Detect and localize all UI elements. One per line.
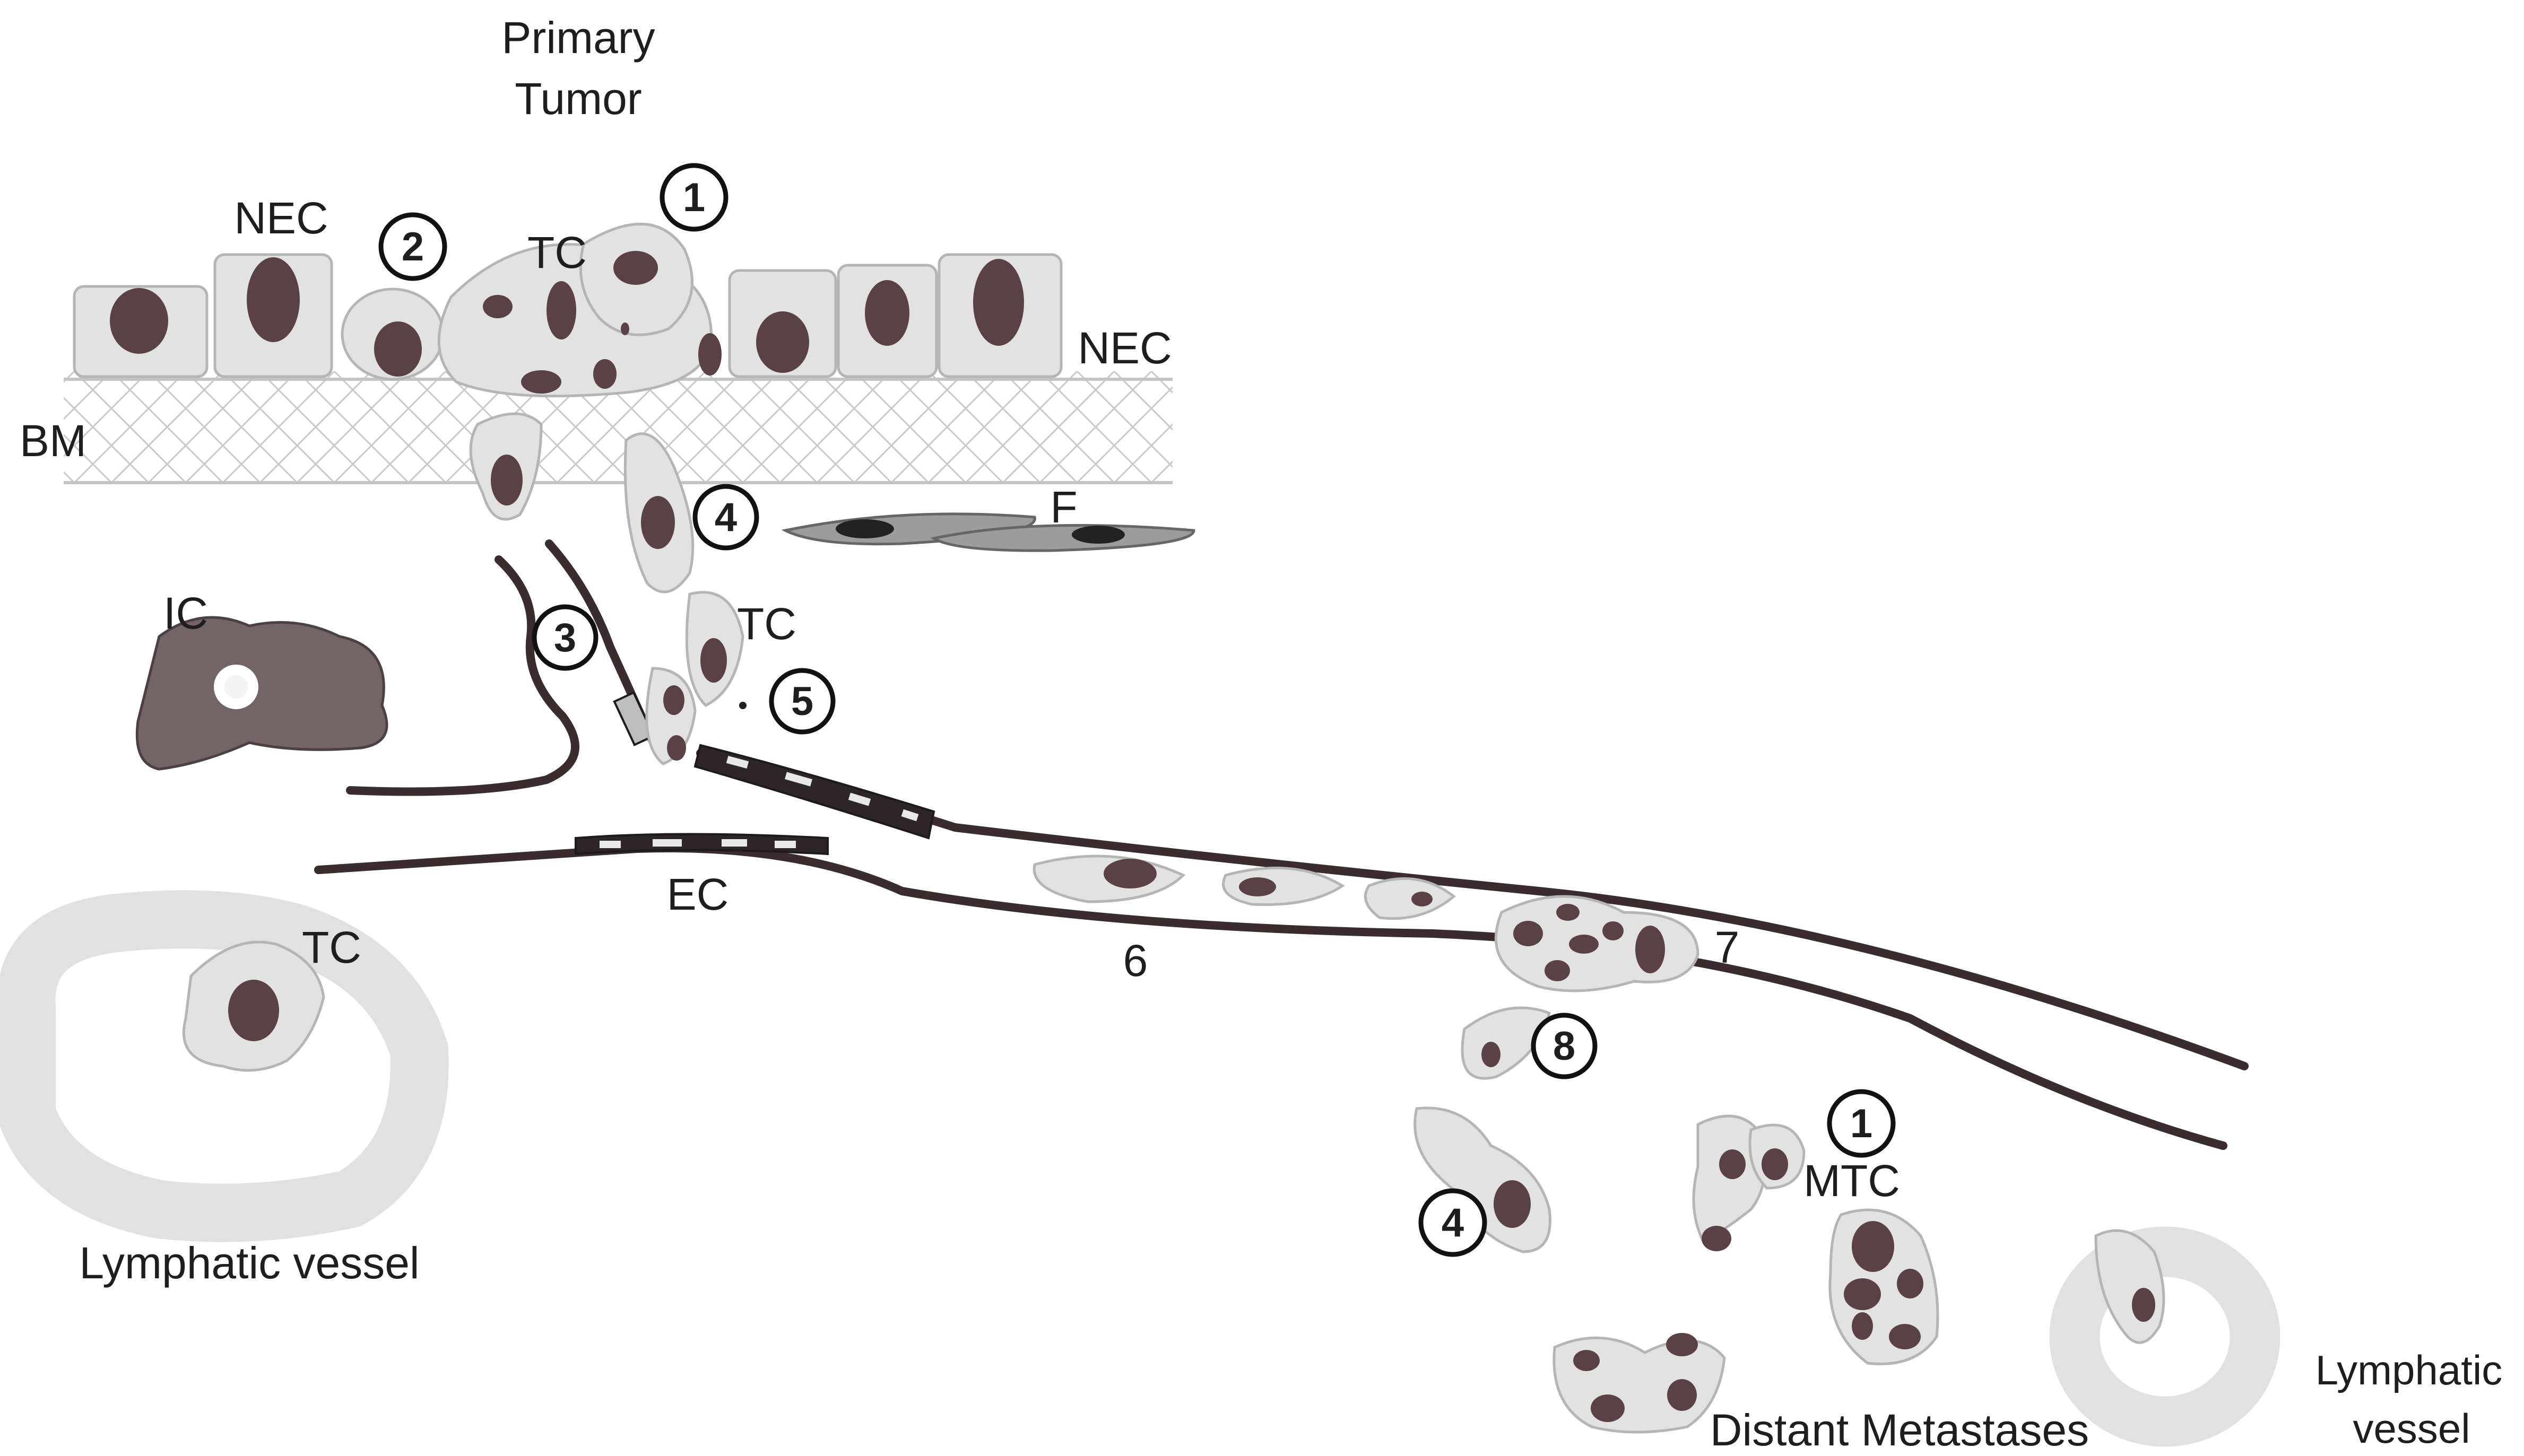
lymphatic-capillary (350, 544, 658, 792)
distant-metastasis-cells (1554, 1333, 1724, 1432)
label-nec-left: NEC (234, 193, 328, 243)
step-number-4-bottom: 4 (1442, 1200, 1464, 1245)
label-step-6: 6 (1123, 936, 1148, 986)
label-primary-tumor-line2: Tumor (515, 74, 642, 124)
label-primary-tumor-line1: Primary (501, 13, 655, 63)
step-number-4-top: 4 (715, 495, 737, 540)
lymphatic-vessel-right (2075, 1231, 2255, 1422)
step-number-3: 3 (554, 615, 576, 660)
label-ec: EC (667, 869, 729, 919)
step-number-1-top: 1 (683, 175, 705, 220)
circulating-tumor-cells (1034, 856, 1454, 919)
blood-vessel (318, 753, 2244, 1146)
step-number-2: 2 (402, 224, 424, 269)
endothelial-cells (576, 693, 934, 854)
step-number-1-bottom: 1 (1850, 1101, 1872, 1146)
fibroblasts (785, 514, 1194, 551)
label-tc-top: TC (527, 228, 587, 277)
immune-cell (137, 617, 387, 769)
label-lymphatic-right-line1: Lymphatic (2315, 1347, 2503, 1393)
label-ic: IC (163, 588, 208, 638)
step-number-8: 8 (1553, 1024, 1575, 1069)
label-lymphatic-vessel-left: Lymphatic vessel (79, 1238, 419, 1288)
label-distant-metastases: Distant Metastases (1710, 1405, 2089, 1455)
label-lymphatic-right-line2: vessel (2353, 1405, 2470, 1452)
label-tc-lymph: TC (302, 922, 361, 972)
step-number-5: 5 (791, 679, 813, 724)
label-tc-mid: TC (737, 599, 796, 649)
intravasating-tumor-cells (647, 592, 747, 764)
label-f: F (1050, 482, 1077, 532)
label-step-7: 7 (1715, 922, 1740, 972)
label-bm: BM (20, 416, 86, 466)
label-mtc: MTC (1803, 1156, 1900, 1206)
label-nec-right: NEC (1078, 323, 1172, 373)
